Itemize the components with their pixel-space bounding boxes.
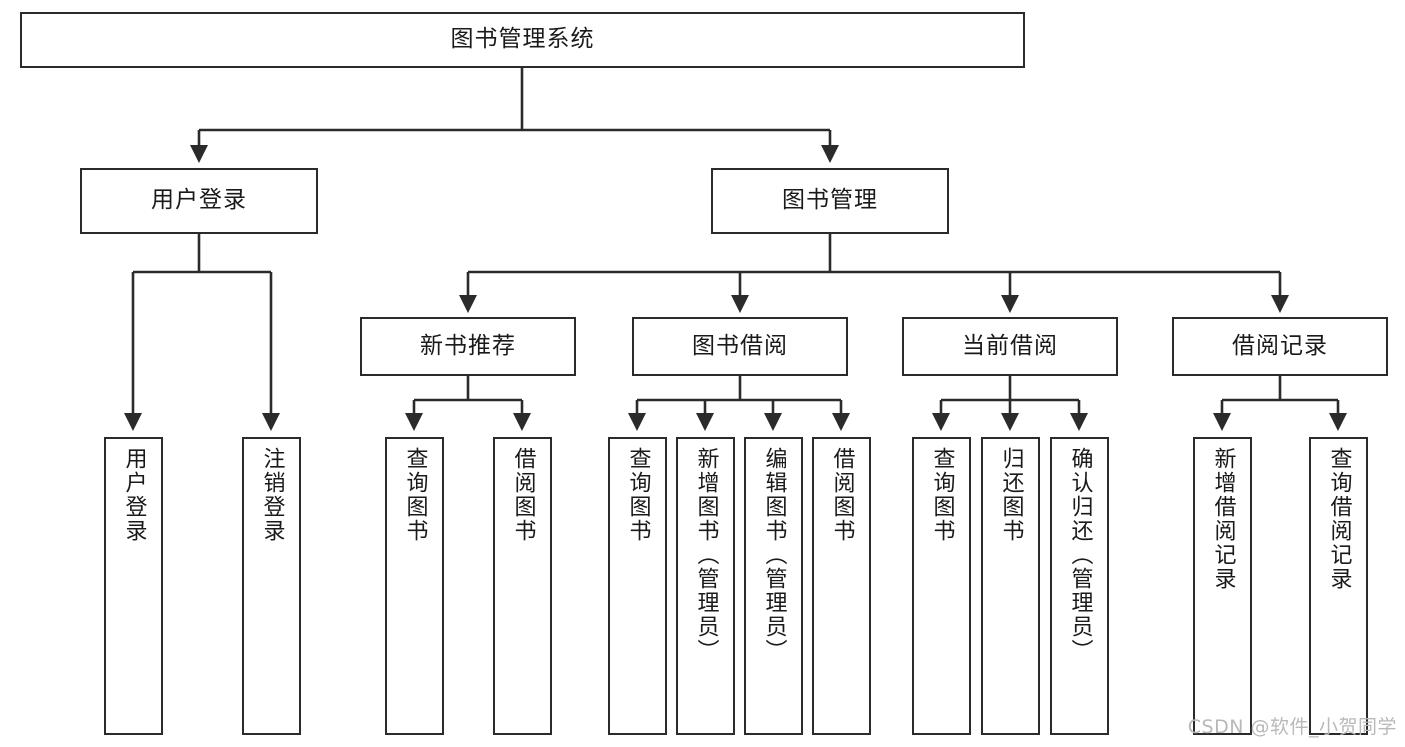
node-label: 查询图书 xyxy=(402,447,428,543)
leaf-query-book-2[interactable]: 查询图书 xyxy=(608,437,667,735)
leaf-query-book-3[interactable]: 查询图书 xyxy=(912,437,971,735)
node-label: 用户登录 xyxy=(151,187,247,214)
leaf-return-book[interactable]: 归还图书 xyxy=(981,437,1040,735)
node-label: 图书管理 xyxy=(782,187,878,214)
leaf-confirm-return[interactable]: 确认归还（管理员） xyxy=(1050,437,1109,735)
node-label: 用户登录 xyxy=(121,447,147,543)
node-label: 确认归还（管理员） xyxy=(1067,447,1093,663)
node-root-system[interactable]: 图书管理系统 xyxy=(20,12,1025,68)
leaf-borrow-book-1[interactable]: 借阅图书 xyxy=(493,437,552,735)
node-label: 查询借阅记录 xyxy=(1326,447,1352,591)
node-label: 借阅记录 xyxy=(1232,332,1328,359)
node-label: 查询图书 xyxy=(625,447,651,543)
leaf-user-login[interactable]: 用户登录 xyxy=(104,437,163,735)
node-borrow-record[interactable]: 借阅记录 xyxy=(1172,317,1388,376)
node-label: 归还图书 xyxy=(998,447,1024,543)
leaf-query-book-1[interactable]: 查询图书 xyxy=(385,437,444,735)
node-current-borrow[interactable]: 当前借阅 xyxy=(902,317,1118,376)
node-label: 借阅图书 xyxy=(829,447,855,543)
node-user-login[interactable]: 用户登录 xyxy=(80,168,318,234)
leaf-borrow-book-2[interactable]: 借阅图书 xyxy=(812,437,871,735)
node-label: 新增借阅记录 xyxy=(1210,447,1236,591)
node-label: 注销登录 xyxy=(259,447,285,543)
node-book-borrow[interactable]: 图书借阅 xyxy=(632,317,848,376)
node-label: 借阅图书 xyxy=(510,447,536,543)
node-label: 图书借阅 xyxy=(692,332,788,359)
leaf-logout[interactable]: 注销登录 xyxy=(242,437,301,735)
leaf-query-record[interactable]: 查询借阅记录 xyxy=(1309,437,1368,735)
watermark-text: CSDN @软件_小贺同学 xyxy=(1187,716,1397,738)
node-label: 编辑图书（管理员） xyxy=(761,447,787,663)
node-label: 图书管理系统 xyxy=(450,26,595,53)
leaf-edit-book[interactable]: 编辑图书（管理员） xyxy=(744,437,803,735)
node-label: 新书推荐 xyxy=(420,332,516,359)
node-new-book-recommend[interactable]: 新书推荐 xyxy=(360,317,576,376)
leaf-add-book[interactable]: 新增图书（管理员） xyxy=(676,437,735,735)
leaf-add-record[interactable]: 新增借阅记录 xyxy=(1193,437,1252,735)
node-label: 当前借阅 xyxy=(962,332,1058,359)
node-label: 新增图书（管理员） xyxy=(693,447,719,663)
node-book-manage[interactable]: 图书管理 xyxy=(711,168,949,234)
node-label: 查询图书 xyxy=(929,447,955,543)
